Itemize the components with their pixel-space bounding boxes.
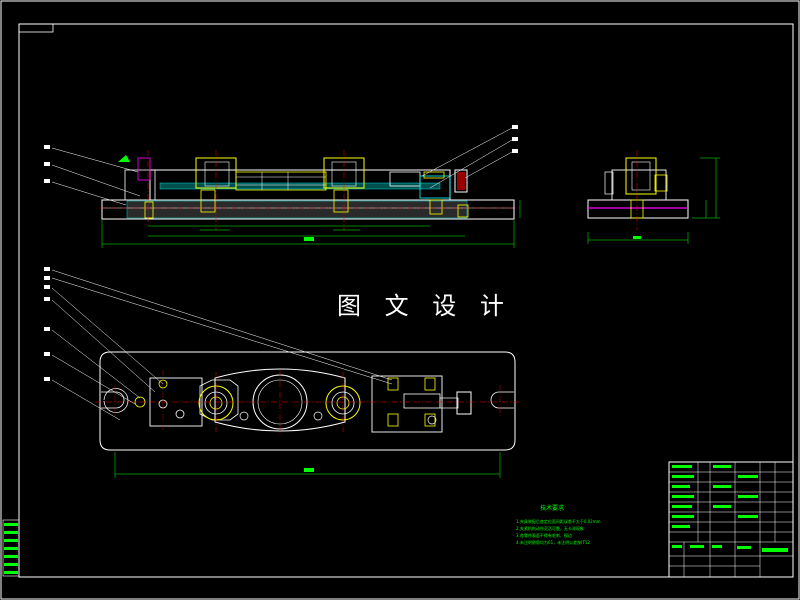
left-strip-table: [2, 519, 20, 577]
watermark-text: 图 文 设 计: [337, 292, 512, 320]
side-view: [587, 150, 720, 244]
technical-note: 4.未注明倒角均为C1，未注明公差按IT12: [516, 540, 590, 545]
technical-note: 1.夹具装配后各定位面间距误差不大于0.02mm: [516, 519, 601, 524]
top-view: [44, 267, 520, 478]
technical-note: 2.夹紧机构动作灵活可靠，无卡滞现象: [516, 526, 584, 531]
inner-frame: [18, 23, 794, 578]
technical-note: 3.各零件表面不得有毛刺、锐边: [516, 533, 572, 538]
technical-notes-title: 技术要求: [540, 505, 565, 512]
title-block: [668, 461, 794, 578]
technical-notes-list: 1.夹具装配后各定位面间距误差不大于0.02mm 2.夹紧机构动作灵活可靠，无卡…: [516, 518, 601, 546]
corner-box: [18, 23, 54, 33]
front-view: [44, 125, 521, 248]
